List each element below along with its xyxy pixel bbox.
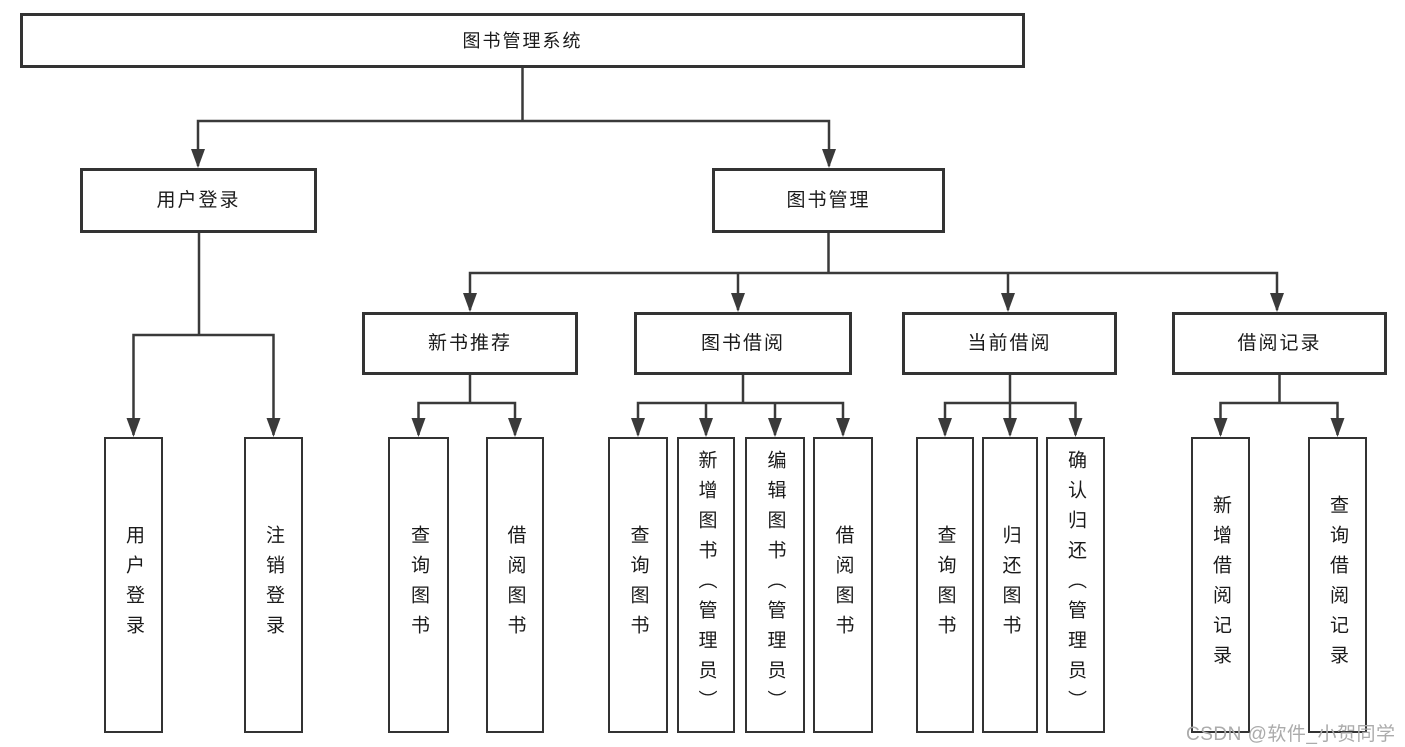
arrow-down-icon — [1270, 293, 1284, 312]
leaf-recommend-query-books: 查询图书 — [388, 437, 449, 733]
node-borrow-records: 借阅记录 — [1172, 312, 1387, 375]
arrow-down-icon — [1330, 418, 1345, 437]
leaf-add-borrow-record: 新增借阅记录 — [1191, 437, 1250, 733]
leaf-borrowing-borrow-books: 借阅图书 — [813, 437, 873, 733]
leaf-add-books-admin: 新增图书（管理员） — [677, 437, 735, 733]
arrow-down-icon — [508, 418, 522, 437]
leaf-recommend-borrow-books: 借阅图书 — [486, 437, 544, 733]
node-current-borrowing: 当前借阅 — [902, 312, 1117, 375]
connector-arrowheads — [126, 149, 1345, 437]
arrow-down-icon — [463, 293, 477, 312]
leaf-query-borrow-record: 查询借阅记录 — [1308, 437, 1367, 733]
leaf-confirm-return-admin: 确认归还（管理员） — [1046, 437, 1105, 733]
node-library-system: 图书管理系统 — [20, 13, 1025, 68]
node-new-book-recommend: 新书推荐 — [362, 312, 578, 375]
watermark: CSDN @软件_小贺同学 — [1186, 724, 1396, 745]
node-book-management: 图书管理 — [712, 168, 945, 233]
arrow-down-icon — [699, 418, 713, 437]
arrow-down-icon — [191, 149, 205, 168]
arrow-down-icon — [731, 293, 745, 312]
arrow-down-icon — [411, 418, 426, 437]
arrow-down-icon — [126, 418, 141, 437]
arrow-down-icon — [768, 418, 782, 437]
leaf-current-query-books: 查询图书 — [916, 437, 974, 733]
arrow-down-icon — [822, 149, 836, 168]
leaf-user-login: 用户登录 — [104, 437, 163, 733]
leaf-logout: 注销登录 — [244, 437, 303, 733]
node-user-login: 用户登录 — [80, 168, 317, 233]
leaf-edit-books-admin: 编辑图书（管理员） — [745, 437, 805, 733]
arrow-down-icon — [631, 418, 645, 437]
node-book-borrowing: 图书借阅 — [634, 312, 852, 375]
arrow-down-icon — [266, 418, 281, 437]
arrow-down-icon — [836, 418, 850, 437]
arrow-down-icon — [1003, 418, 1017, 437]
arrow-down-icon — [1213, 418, 1228, 437]
arrow-down-icon — [938, 418, 952, 437]
arrow-down-icon — [1001, 293, 1015, 312]
arrow-down-icon — [1068, 418, 1083, 437]
leaf-return-books: 归还图书 — [982, 437, 1038, 733]
leaf-borrowing-query-books: 查询图书 — [608, 437, 668, 733]
